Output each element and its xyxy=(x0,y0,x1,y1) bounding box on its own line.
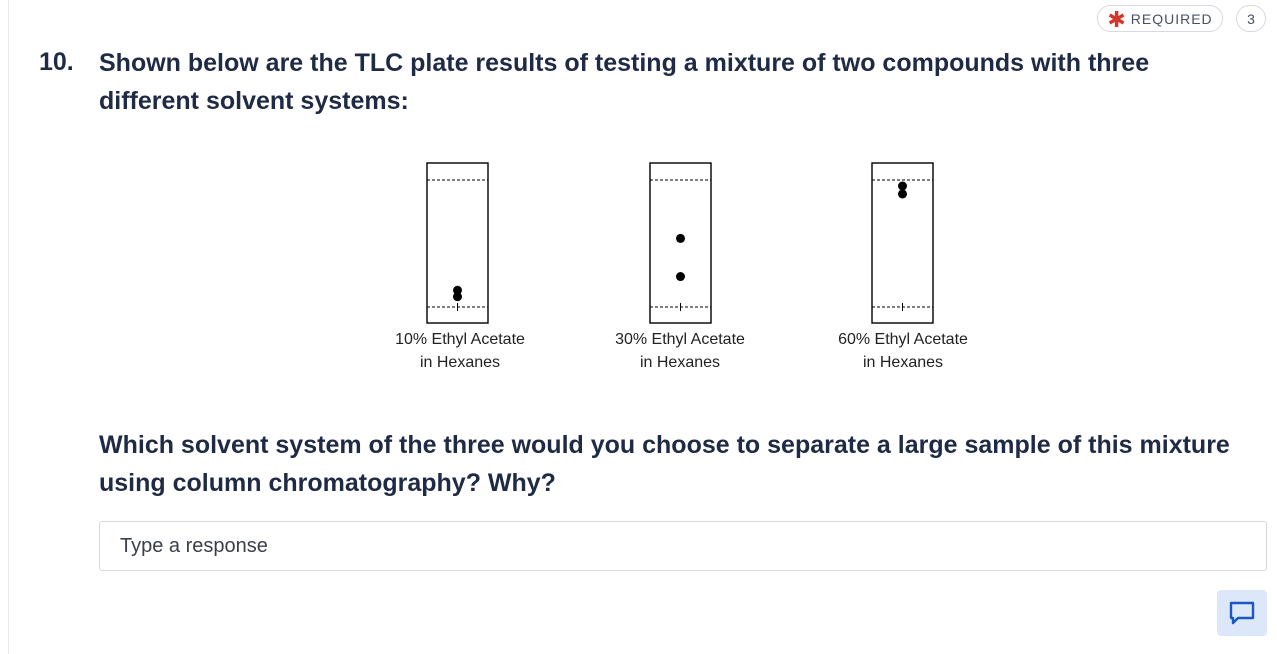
tlc-spot xyxy=(676,233,685,243)
plate-label-1: 10% Ethyl Acetate in Hexanes xyxy=(395,331,525,371)
tlc-plates-graphic xyxy=(426,162,934,324)
tlc-spot xyxy=(898,189,907,199)
question-followup: Which solvent system of the three would … xyxy=(99,431,1230,497)
asterisk-icon: ✱ xyxy=(1107,6,1127,32)
comment-button[interactable] xyxy=(1217,590,1267,636)
tlc-spot xyxy=(453,285,462,295)
question-number: 10. xyxy=(39,48,74,76)
plate-label-2: 30% Ethyl Acetate in Hexanes xyxy=(615,331,745,371)
response-input[interactable] xyxy=(99,521,1267,571)
tlc-plate-2 xyxy=(649,162,712,324)
tlc-spot xyxy=(898,181,907,191)
required-label: REQUIRED xyxy=(1130,10,1213,27)
tlc-spot xyxy=(453,292,462,302)
plate-label-3: 60% Ethyl Acetate in Hexanes xyxy=(838,331,968,371)
left-border xyxy=(8,0,9,654)
question-text: Shown below are the TLC plate results of… xyxy=(99,49,1150,115)
comment-icon xyxy=(1229,601,1255,625)
points-badge: 3 xyxy=(1236,5,1266,32)
tlc-spot xyxy=(676,272,685,282)
required-badge: ✱ REQUIRED xyxy=(1097,5,1223,32)
tlc-figure: 10% Ethyl Acetate in Hexanes 30% Ethyl A… xyxy=(370,155,1010,385)
